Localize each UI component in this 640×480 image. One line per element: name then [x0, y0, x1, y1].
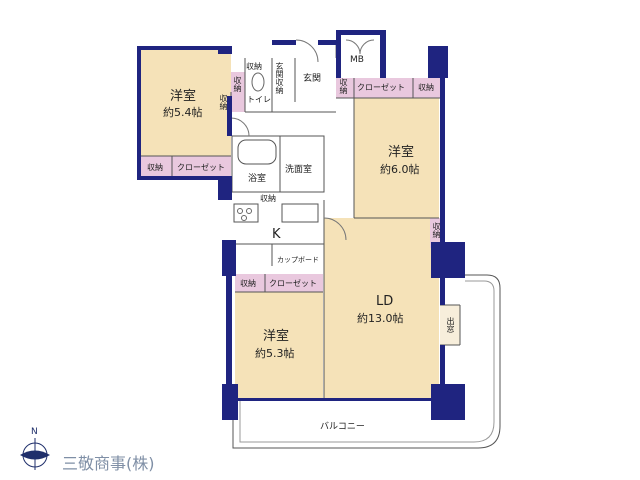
balcony-outline [232, 274, 501, 449]
ld-name: LD [376, 294, 394, 309]
western-nw-size: 約5.4帖 [163, 106, 203, 119]
western-sw-floor [235, 292, 323, 400]
western-ne-size: 約6.0帖 [380, 163, 420, 176]
western-sw-size: 約5.3帖 [255, 347, 295, 360]
toilet-fixture [251, 72, 265, 92]
kitchen-name: K [272, 227, 281, 242]
bay-window-label: 出窓 [446, 317, 455, 333]
western-ne-name: 洋室 [388, 145, 415, 160]
walls [137, 30, 465, 420]
entrance-name: 玄関 [303, 74, 322, 84]
closet-sw: クローゼット [269, 279, 317, 288]
bay-window-floor [440, 305, 460, 345]
western-ne-floor [354, 98, 439, 218]
closet-ne: クローゼット [357, 83, 405, 92]
closet-nw: クローゼット [177, 163, 225, 172]
mb-label: MB [350, 55, 364, 65]
cupboard-label: カップボード [277, 256, 319, 264]
entrance-storage-name: 玄関収納 [275, 62, 284, 94]
compass-label: N [31, 427, 38, 437]
bath-name: 浴室 [248, 174, 267, 184]
western-sw-name: 洋室 [263, 329, 290, 344]
storage-toilet-side: 収納 [233, 76, 242, 92]
storage-ne-right: 収納 [418, 83, 434, 92]
balcony-label: バルコニー [320, 422, 365, 432]
storage-accent-toilet [231, 72, 245, 112]
storage-sw: 収納 [240, 279, 256, 288]
toilet-name: トイレ [247, 95, 271, 104]
kitchen-floor [232, 200, 324, 266]
western-nw-name: 洋室 [170, 89, 197, 104]
storage-accent-sw [235, 274, 323, 292]
stove-burner-2 [246, 208, 252, 214]
western-nw-floor [141, 50, 231, 156]
storage-ne-left: 収納 [339, 78, 348, 94]
north-arrow-icon [20, 438, 50, 470]
ld-size: 約13.0帖 [357, 312, 404, 325]
storage-toilet-top: 収納 [246, 62, 262, 71]
washroom-name: 洗面室 [285, 165, 313, 175]
storage-kitchen: 収納 [260, 194, 276, 203]
storage-accent-ne [336, 78, 444, 98]
stove-burner-1 [237, 208, 243, 214]
company-name: 三敬商事(株) [62, 454, 155, 473]
stove-burner-3 [241, 215, 247, 221]
balcony-inner [239, 280, 495, 443]
storage-ld: 収納 [432, 222, 441, 238]
ld-floor [324, 218, 439, 400]
storage-nw: 収納 [147, 163, 163, 172]
storage-nw-side: 収納 [219, 94, 228, 110]
